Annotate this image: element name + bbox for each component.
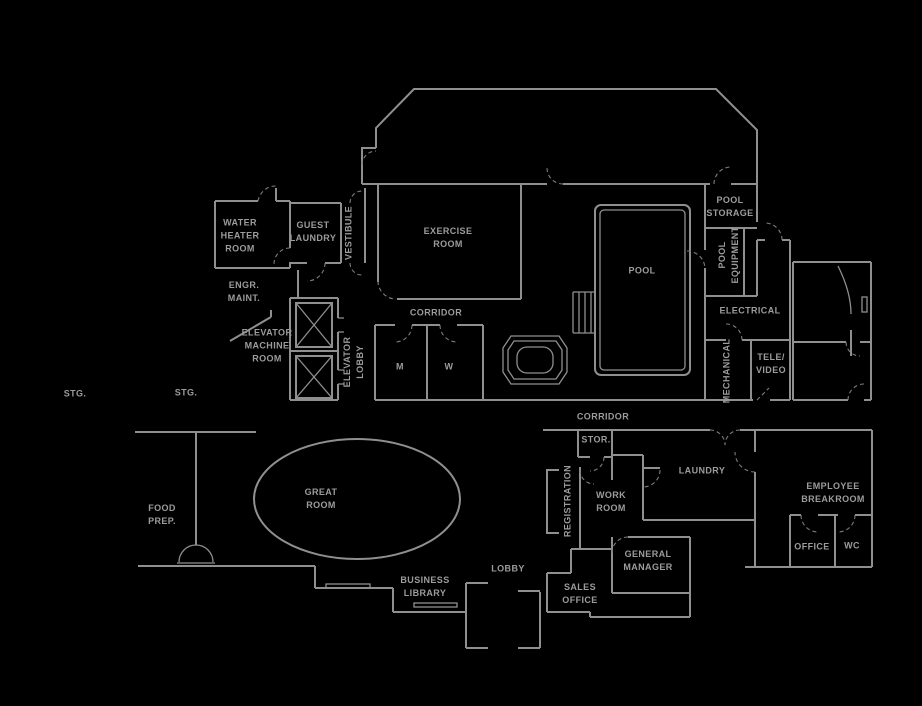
pool-inner [599, 209, 686, 371]
pool-outer [594, 204, 691, 376]
pool-support-walls [704, 184, 791, 400]
door-swings [257, 150, 865, 554]
pool-steps [572, 291, 595, 334]
mens-room-label: M [396, 361, 404, 372]
registration-label: REGISTRATION [562, 464, 573, 538]
elevator-door-jambs [338, 317, 344, 385]
business-library-label: BUSINESS LIBRARY [400, 575, 450, 598]
stor-label: STOR. [581, 434, 611, 445]
elevator-machine-room-label: ELEVATOR MACHINE ROOM [241, 327, 293, 364]
entry-walls [465, 582, 541, 649]
spa-inner [516, 346, 554, 374]
corridor-walls [375, 399, 872, 431]
stair-door-jamb [861, 296, 868, 313]
employee-breakroom-label: EMPLOYEE BREAKROOM [801, 481, 865, 504]
elevator-block-walls [229, 270, 339, 401]
pool-equipment-label: POOL EQUIPMENT [717, 226, 740, 284]
water-heater-room-label: WATER HEATER ROOM [220, 217, 260, 254]
pool-storage-label: POOL STORAGE [706, 195, 754, 218]
engr-maint-label: ENGR. MAINT. [227, 280, 261, 303]
storage-west-1-label: STG. [63, 388, 87, 399]
exercise-room-label: EXERCISE ROOM [423, 226, 473, 249]
bench-2 [413, 602, 458, 608]
stair-block-walls [792, 261, 872, 401]
northwest-rooms-walls [214, 188, 366, 269]
elevator-shaft-1 [295, 302, 333, 348]
food-prep-label: FOOD PREP. [148, 503, 176, 526]
general-manager-label: GENERAL MANAGER [623, 549, 673, 572]
electrical-label: ELECTRICAL [719, 305, 781, 316]
pool-label: POOL [628, 265, 656, 276]
spa-mid-octagon [507, 340, 563, 380]
sales-office-label: SALES OFFICE [562, 582, 598, 605]
spa-outer-octagon [502, 335, 568, 385]
great-room-label: GREAT ROOM [304, 487, 338, 510]
exercise-room-walls [377, 184, 522, 300]
stair-curved-wall [837, 265, 852, 315]
elevator-x-icon [295, 302, 333, 399]
great-room-wall [253, 438, 461, 560]
tele-video-label: TELE/ VIDEO [755, 352, 787, 375]
wc-label: WC [844, 540, 860, 551]
elevator-shaft-2 [295, 355, 333, 399]
mechanical-label: MECHANICAL [721, 338, 732, 404]
storage-west-2-label: STG. [174, 387, 198, 398]
food-prep-counter [177, 544, 215, 564]
work-room-label: WORK ROOM [595, 490, 627, 513]
corridor-lower-label: CORRIDOR [576, 411, 630, 422]
womens-room-label: W [444, 361, 454, 372]
restroom-walls [374, 324, 484, 400]
breakroom-walls [745, 430, 873, 568]
vestibule-label: VESTIBULE [343, 205, 354, 261]
laundry-label: LAUNDRY [678, 465, 726, 476]
pool-hall-outline [361, 88, 758, 296]
southeast-rooms-walls [546, 430, 755, 618]
bench-1 [325, 583, 371, 589]
corridor-upper-label: CORRIDOR [409, 307, 463, 318]
lobby-label: LOBBY [491, 563, 525, 574]
elevator-lobby-label: ELEVATOR LOBBY [342, 336, 365, 388]
guest-laundry-label: GUEST LAUNDRY [289, 220, 337, 243]
office-label: OFFICE [794, 541, 830, 552]
